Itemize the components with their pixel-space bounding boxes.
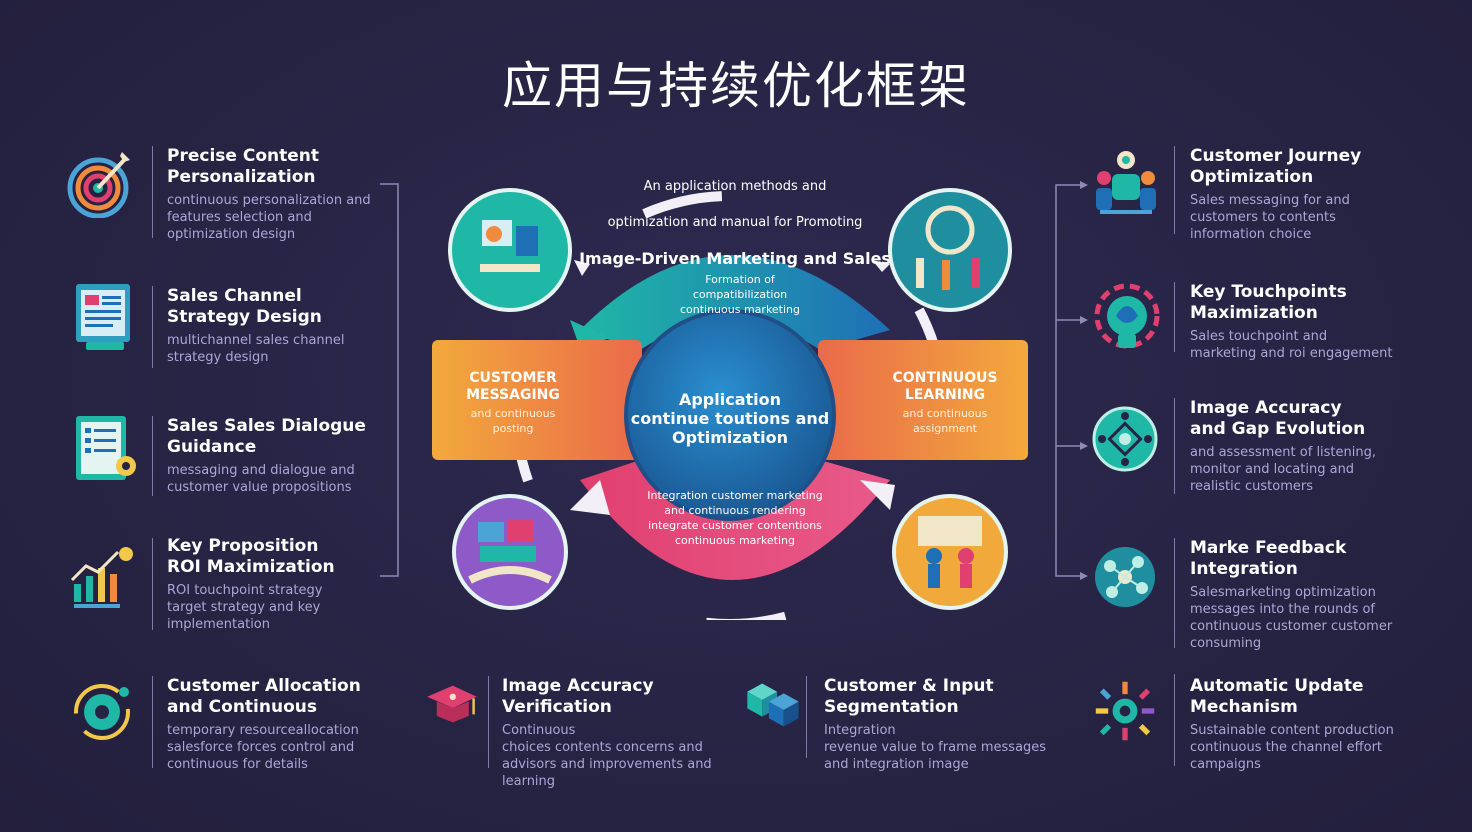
- left-box-title: CUSTOMER MESSAGING: [466, 370, 560, 403]
- left-box: [432, 340, 642, 460]
- caption-line: optimization and manual for Promoting: [607, 215, 863, 230]
- feedback-network-icon: [1095, 547, 1155, 607]
- right-box-subtitle: and continuous assignment: [902, 407, 988, 435]
- item-description: and assessment of listening, monitor and…: [1190, 445, 1377, 494]
- right-box-title: CONTINUOUS LEARNING: [892, 370, 998, 403]
- left-box-subtitle: and continuous posting: [470, 407, 556, 435]
- item-description: multichannel sales channel strategy desi…: [167, 333, 345, 365]
- item-description: Sustainable content production continuou…: [1190, 723, 1394, 772]
- bottom-item-2: Image Accuracy Verification Continuous c…: [502, 676, 752, 790]
- divider: [806, 676, 807, 758]
- left-item-1: Precise Content Personalization continuo…: [167, 146, 417, 243]
- left-item-4: Key Proposition ROI Maximization ROI tou…: [167, 536, 417, 633]
- customer-journey-icon: [1096, 151, 1156, 214]
- divider: [152, 676, 153, 768]
- graduation-cap-icon: [427, 685, 477, 723]
- item-title: Image Accuracy Verification: [502, 676, 654, 717]
- bottom-item-4: Automatic Update Mechanism Sustainable c…: [1190, 676, 1440, 773]
- bottom-item-1: Customer Allocation and Continuous tempo…: [167, 676, 417, 773]
- item-description: Salesmarketing optimization messages int…: [1190, 585, 1393, 651]
- item-description: Integration revenue value to frame messa…: [824, 723, 1047, 772]
- document-board-icon: [76, 284, 130, 350]
- touchpoint-brain-icon: [1094, 283, 1160, 349]
- divider: [152, 538, 153, 630]
- image-circle-top-left: [448, 188, 572, 312]
- central-diagram: [432, 188, 1028, 620]
- caption-heading: Image-Driven Marketing and Sales: [579, 249, 891, 268]
- divider: [488, 676, 489, 768]
- caption-line: An application methods and: [643, 179, 827, 194]
- divider: [152, 146, 153, 238]
- checklist-gear-icon: [76, 416, 136, 480]
- target-dart-icon: [67, 152, 130, 218]
- divider: [152, 286, 153, 368]
- left-item-3: Sales Sales Dialogue Guidance messaging …: [167, 416, 417, 496]
- right-bracket: [1055, 181, 1088, 580]
- item-description: ROI touchpoint strategy target strategy …: [167, 583, 323, 632]
- right-item-4: Marke Feedback Integration Salesmarketin…: [1190, 538, 1440, 652]
- item-description: continuous personalization and features …: [167, 193, 371, 242]
- gear-burst-icon: [1095, 681, 1155, 741]
- core-label: Application continue toutions and Optimi…: [630, 390, 830, 447]
- right-item-3: Image Accuracy and Gap Evolution and ass…: [1190, 398, 1440, 495]
- item-title: Customer Journey Optimization: [1190, 146, 1362, 187]
- item-description: Sales touchpoint and marketing and roi e…: [1190, 329, 1393, 361]
- divider: [1174, 538, 1175, 648]
- bottom-arc-label: Integration customer marketing and conti…: [647, 489, 823, 547]
- top-arc-label: Formation of compatibilization continuou…: [679, 273, 801, 316]
- left-item-2: Sales Channel Strategy Design multichann…: [167, 286, 417, 366]
- right-item-1: Customer Journey Optimization Sales mess…: [1190, 146, 1440, 243]
- divider: [1174, 674, 1175, 766]
- network-hub-icon: [1092, 406, 1158, 472]
- item-title: Automatic Update Mechanism: [1190, 676, 1364, 717]
- item-title: Marke Feedback Integration: [1190, 538, 1347, 579]
- cube-segment-icon: [747, 683, 799, 727]
- divider: [1174, 146, 1175, 234]
- divider: [152, 416, 153, 496]
- allocation-gear-icon: [74, 684, 130, 740]
- item-title: Image Accuracy and Gap Evolution: [1190, 398, 1366, 439]
- item-title: Precise Content Personalization: [167, 146, 319, 187]
- diagram-caption: An application methods and optimization …: [570, 160, 900, 286]
- divider: [1174, 398, 1175, 494]
- item-description: temporary resourceallocation salesforce …: [167, 723, 359, 772]
- left-bracket: [380, 183, 399, 577]
- divider: [1174, 282, 1175, 352]
- item-title: Key Touchpoints Maximization: [1190, 282, 1347, 323]
- bottom-item-3: Customer & Input Segmentation Integratio…: [824, 676, 1054, 773]
- item-title: Sales Channel Strategy Design: [167, 286, 322, 327]
- item-description: Sales messaging for and customers to con…: [1190, 193, 1350, 242]
- top-arc: [580, 255, 890, 350]
- page-title: 应用与持续优化框架: [502, 57, 970, 115]
- item-title: Customer Allocation and Continuous: [167, 676, 361, 717]
- core-circle: [624, 309, 836, 521]
- item-title: Key Proposition ROI Maximization: [167, 536, 335, 577]
- image-circle-bottom-right: [892, 494, 1008, 610]
- right-item-2: Key Touchpoints Maximization Sales touch…: [1190, 282, 1440, 362]
- right-box: [818, 340, 1028, 460]
- item-description: Continuous choices contents concerns and…: [502, 723, 712, 789]
- item-description: messaging and dialogue and customer valu…: [167, 463, 355, 495]
- item-title: Customer & Input Segmentation: [824, 676, 994, 717]
- growth-chart-icon: [70, 547, 133, 608]
- item-title: Sales Sales Dialogue Guidance: [167, 416, 366, 457]
